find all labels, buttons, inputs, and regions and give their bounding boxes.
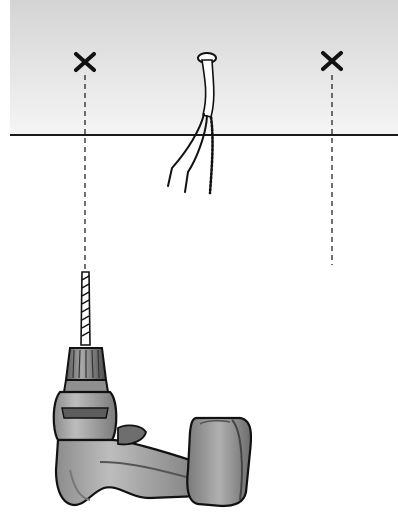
cable-wires: [167, 113, 214, 195]
cordless-drill-icon: [52, 347, 253, 508]
x-mark-icon: [74, 52, 96, 72]
drill-bit: [80, 271, 91, 346]
x-mark-icon: [321, 51, 343, 71]
